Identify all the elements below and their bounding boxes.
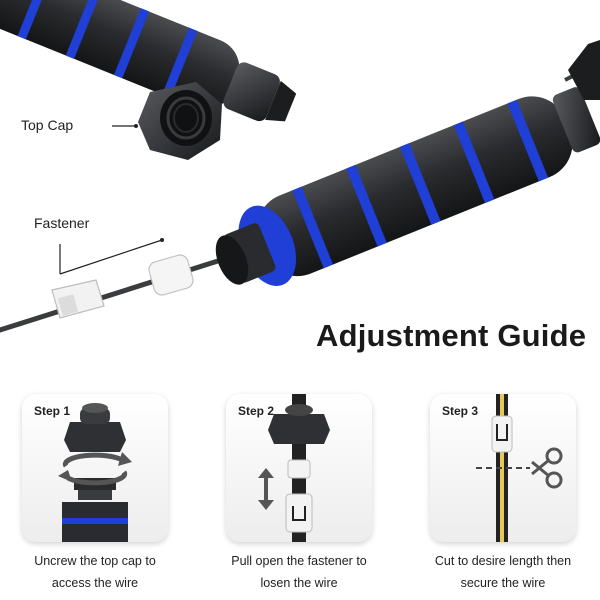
step-1-card: Step 1: [22, 394, 168, 542]
step-3-card: Step 3: [430, 394, 576, 542]
step-1-caption-line2: access the wire: [51, 576, 139, 590]
step-2-caption-line2: losen the wire: [260, 576, 338, 590]
page-title: Adjustment Guide: [316, 318, 587, 353]
step-1-label: Step 1: [34, 404, 71, 418]
fastener-label: Fastener: [34, 215, 90, 231]
step-3-caption-line1: Cut to desire length then: [434, 554, 572, 568]
step-2-card: Step 2: [226, 394, 372, 542]
product-illustration: [0, 0, 600, 333]
step-3-label: Step 3: [442, 404, 479, 418]
scissors-icon: [531, 447, 563, 489]
step-2-caption-line1: Pull open the fastener to: [231, 554, 367, 568]
main-handle: [215, 87, 600, 286]
fastener: [51, 254, 194, 319]
step-3-caption-line2: secure the wire: [460, 576, 546, 590]
step-1-caption-line1: Uncrew the top cap to: [34, 554, 156, 568]
top-cap: [138, 82, 222, 160]
step-3-caption: Cut to desire length then secure the wir…: [408, 550, 598, 594]
step-1-caption: Uncrew the top cap to access the wire: [0, 550, 190, 594]
step-2-caption: Pull open the fastener to losen the wire: [204, 550, 394, 594]
rotate-icon: [58, 452, 132, 486]
step-2-label: Step 2: [238, 404, 275, 418]
up-down-arrow-icon: [258, 468, 274, 510]
top-handle: [0, 0, 297, 122]
top-cap-label: Top Cap: [21, 117, 74, 133]
